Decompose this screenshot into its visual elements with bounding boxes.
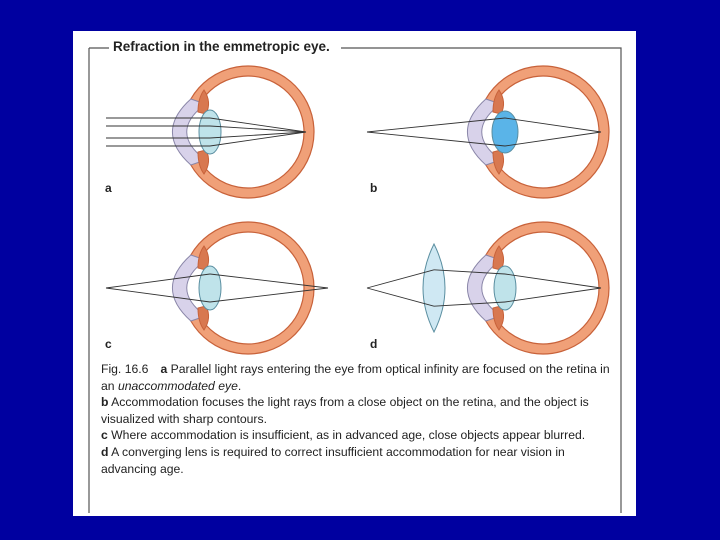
ray-d-mid-0 (433, 269, 506, 275)
iris-lower-a (197, 149, 210, 175)
panel-label-b: b (370, 181, 378, 195)
lens-b (491, 110, 519, 154)
ray-b-out-1 (504, 131, 602, 147)
eye-d (466, 221, 610, 355)
iris-upper-d (492, 245, 505, 271)
panel-label-d: d (370, 337, 378, 351)
iris-upper-b (492, 89, 505, 115)
eye-a (171, 65, 315, 199)
ray-d-mid-1 (433, 301, 506, 307)
ray-c-out-1 (209, 287, 329, 303)
caption-letter-b: b (101, 395, 109, 410)
caption-text-a: Parallel light rays entering the eye fro… (101, 362, 610, 393)
iris-lower-d (492, 305, 505, 331)
iris-lower-c (197, 305, 210, 331)
ray-b-out-0 (504, 117, 602, 133)
eye-refraction-diagram (88, 47, 622, 513)
ray-c-in-0 (105, 273, 211, 289)
figure-title: Refraction in the emmetropic eye. (109, 39, 334, 54)
ray-c-out-0 (209, 273, 329, 289)
caption-text-d: A converging lens is required to correct… (101, 444, 565, 476)
caption-text-b: Accommodation focuses the light rays fro… (101, 395, 589, 426)
lens-c (198, 265, 222, 311)
caption-a: Fig. 16.6 a Parallel light rays entering … (101, 361, 616, 394)
lens-a (198, 109, 222, 155)
ray-b-in-1 (366, 131, 506, 147)
ray-b-in-0 (366, 117, 506, 133)
figure-caption: Fig. 16.6 a Parallel light rays entering … (101, 361, 616, 477)
caption-text-c: Where accommodation is insufficient, as … (111, 428, 586, 443)
caption-b: b Accommodation focuses the light rays f… (101, 394, 616, 427)
caption-italic-a: unaccommodated eye (117, 378, 238, 393)
caption-letter-a: a (160, 362, 168, 376)
ray-a-out-0 (209, 117, 307, 133)
caption-c: c Where accommodation is insufficient, a… (101, 427, 616, 444)
ray-a-out-3 (209, 131, 307, 147)
lens-d (493, 265, 517, 311)
caption-d: d A converging lens is required to corre… (101, 444, 616, 477)
ray-d-in-0 (366, 269, 435, 289)
caption-fig-label: Fig. 16.6 (101, 362, 149, 376)
caption-letter-c: c (101, 428, 108, 443)
iris-lower-b (492, 149, 505, 175)
ray-a-out-1 (209, 125, 307, 133)
eye-c (171, 221, 315, 355)
caption-letter-d: d (101, 444, 109, 459)
ray-d-out-0 (504, 273, 602, 289)
ray-c-in-1 (105, 287, 211, 303)
panel-label-a: a (105, 181, 112, 195)
ray-a-out-2 (209, 131, 307, 139)
eye-b (466, 65, 610, 199)
iris-upper-a (197, 89, 210, 115)
panel-label-c: c (105, 337, 112, 351)
figure-panel: Refraction in the emmetropic eye. a b c … (73, 31, 636, 516)
corrective-lens-d (422, 242, 446, 334)
ray-d-out-1 (504, 287, 602, 303)
ray-d-in-1 (366, 287, 435, 307)
caption-end-a: . (237, 378, 242, 393)
figure-frame (88, 47, 622, 513)
iris-upper-c (197, 245, 210, 271)
